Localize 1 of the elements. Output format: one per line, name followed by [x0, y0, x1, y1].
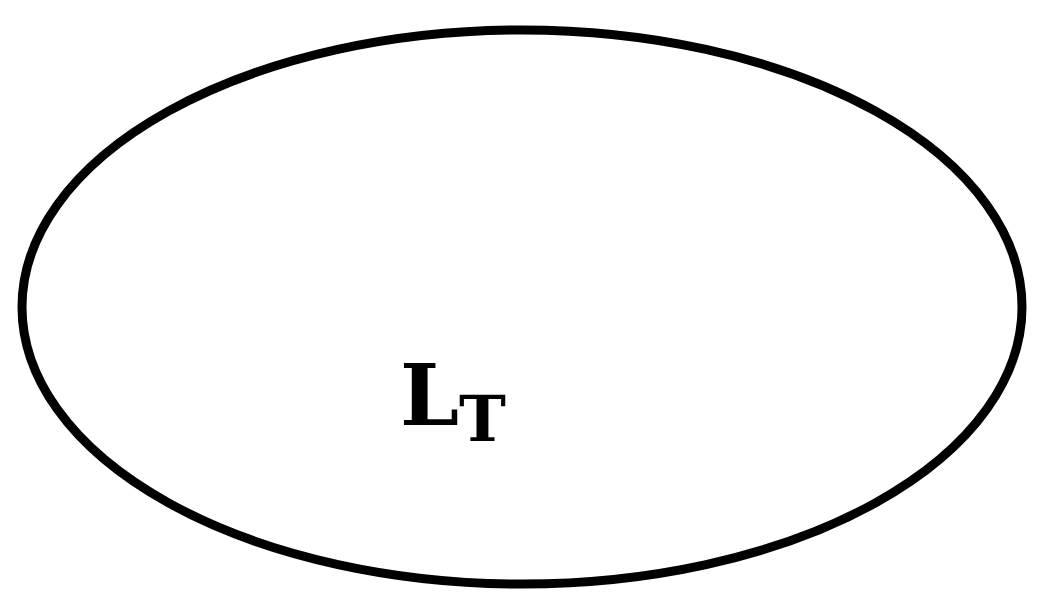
ellipse-node — [16, 24, 1028, 590]
